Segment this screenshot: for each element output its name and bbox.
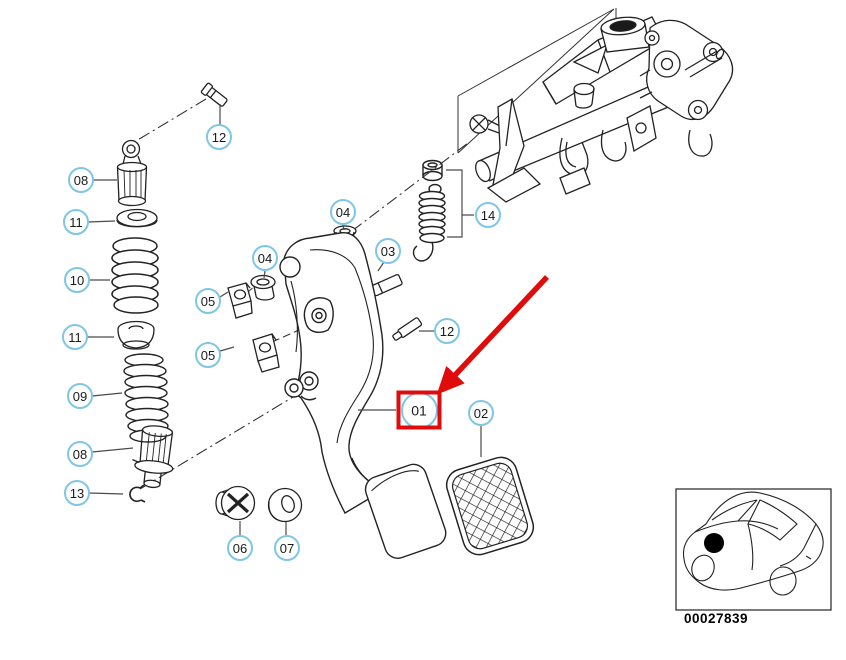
callout-10-3[interactable]: 10: [64, 267, 90, 293]
callout-07-17[interactable]: 07: [274, 535, 300, 561]
callout-04-10[interactable]: 04: [252, 245, 278, 271]
washer-11-upper-drawing: [116, 208, 158, 228]
pedal-pad-drawing: [445, 456, 535, 556]
circlip-13-drawing: [129, 484, 146, 503]
callout-06-16[interactable]: 06: [227, 535, 253, 561]
callout-02-15[interactable]: 02: [468, 400, 494, 426]
bushing-04-left-drawing: [250, 274, 276, 301]
coil-spring-10-drawing: [111, 237, 159, 314]
highlighted-callout-01[interactable]: 01: [396, 390, 442, 430]
clip-05-upper-drawing: [227, 282, 253, 319]
callout-11-4[interactable]: 11: [62, 324, 88, 350]
washer-07-drawing: [267, 487, 303, 523]
callout-14-14[interactable]: 14: [475, 202, 501, 228]
callout-13-7[interactable]: 13: [64, 480, 90, 506]
callout-12-0[interactable]: 12: [206, 124, 232, 150]
pin-12-drawing: [392, 317, 423, 341]
clip-05-lower-drawing: [252, 333, 280, 373]
callout-ring: [400, 394, 438, 426]
callout-12-13[interactable]: 12: [434, 318, 460, 344]
pedal-bracket-drawing: [469, 16, 734, 203]
callout-04-11[interactable]: 04: [330, 199, 356, 225]
pedal-arm-drawing: [279, 232, 447, 559]
callout-09-5[interactable]: 09: [67, 383, 93, 409]
damper-08-upper-drawing: [116, 139, 148, 207]
callout-08-6[interactable]: 08: [67, 441, 93, 467]
rubber-boot-09-drawing: [123, 353, 169, 443]
return-spring-drawing: [412, 159, 446, 262]
bolt-12-drawing: [200, 82, 228, 107]
callout-leader-lines: [87, 104, 482, 535]
damper-08-lower-drawing: [132, 425, 174, 489]
screw-06-drawing: [215, 485, 256, 521]
callout-03-12[interactable]: 03: [375, 238, 401, 264]
callout-05-8[interactable]: 05: [195, 288, 221, 314]
callout-11-2[interactable]: 11: [63, 209, 89, 235]
image-number-label: 00027839: [684, 611, 749, 626]
callout-08-1[interactable]: 08: [68, 167, 94, 193]
location-dot: [704, 533, 724, 553]
callout-label: 01: [411, 402, 427, 418]
callout-05-9[interactable]: 05: [195, 342, 221, 368]
mounting-plane-lines: [457, 8, 617, 154]
cup-11-lower-drawing: [117, 320, 155, 350]
car-thumbnail: [675, 488, 832, 611]
